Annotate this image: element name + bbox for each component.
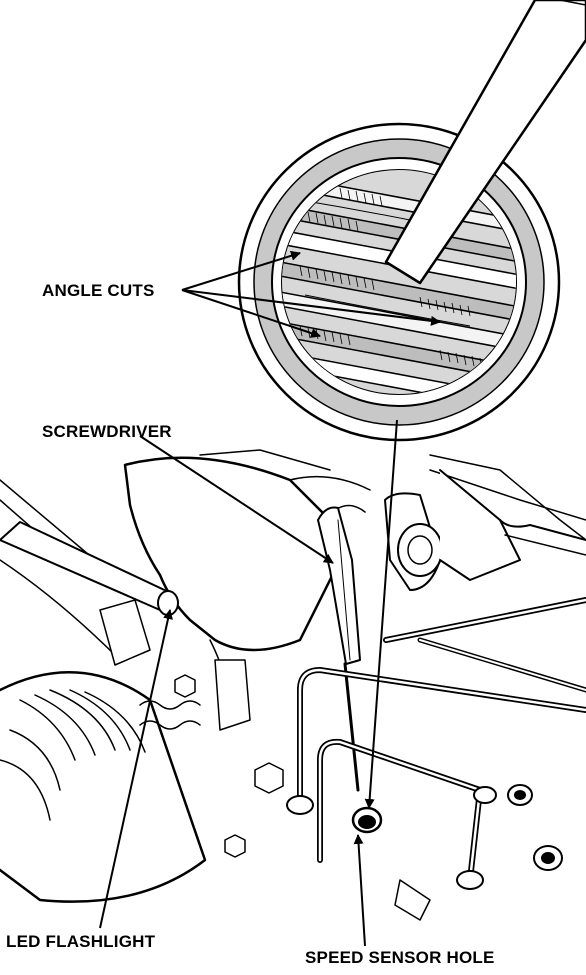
led-flashlight-label: LED FLASHLIGHT (6, 932, 156, 951)
speed-sensor-hole-label: SPEED SENSOR HOLE (305, 948, 495, 967)
screwdriver-label: SCREWDRIVER (42, 422, 172, 441)
engine-bay (0, 449, 586, 921)
screwdriver-tip (384, 0, 586, 285)
angle-cuts-label: ANGLE CUTS (42, 281, 155, 300)
leader-lines (99, 250, 441, 947)
detail-magnifier (237, 0, 586, 442)
splined-bore (282, 170, 516, 394)
